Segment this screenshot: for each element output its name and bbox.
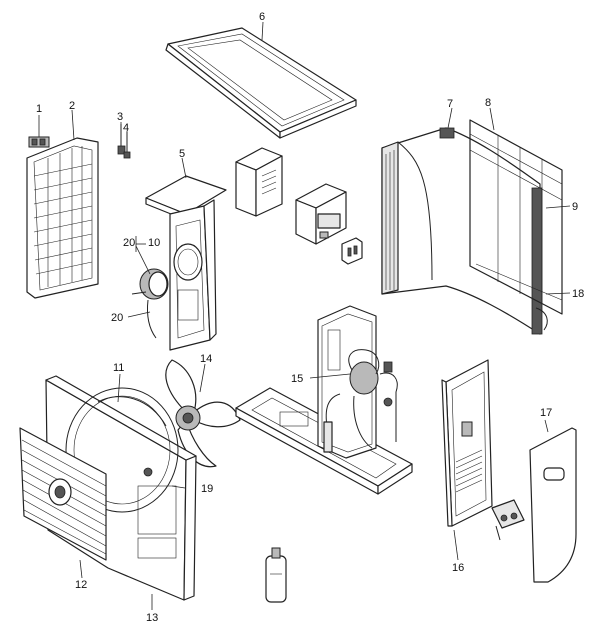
condenser-coil xyxy=(381,127,548,335)
receiver-tank xyxy=(265,547,287,603)
callout-4: 4 xyxy=(123,122,129,134)
terminal-block xyxy=(341,237,363,265)
callout-3: 3 xyxy=(117,111,123,123)
callout-20-upper: 20 xyxy=(123,237,135,249)
electrical-box-b xyxy=(295,183,347,245)
callout-2: 2 xyxy=(69,100,75,112)
callout-1: 1 xyxy=(36,103,42,115)
callout-11: 11 xyxy=(113,362,124,374)
motor-bracket xyxy=(145,175,227,351)
fan-motor xyxy=(131,268,169,339)
callout-9: 9 xyxy=(572,201,578,213)
callout-16: 16 xyxy=(452,562,464,574)
rear-grille-panel xyxy=(469,119,563,315)
top-cover-panel xyxy=(165,27,357,139)
callout-13: 13 xyxy=(146,612,158,624)
front-grille xyxy=(19,427,107,561)
callout-19: 19 xyxy=(201,483,213,495)
fan-propeller xyxy=(165,359,241,468)
callout-8: 8 xyxy=(485,97,491,109)
callout-17: 17 xyxy=(540,407,552,419)
callout-12: 12 xyxy=(75,579,87,591)
callout-7: 7 xyxy=(447,98,453,110)
compressor-assembly xyxy=(317,305,398,459)
side-panel xyxy=(441,359,493,527)
electrical-box-a xyxy=(235,147,283,217)
service-valves xyxy=(491,499,525,541)
valve-cover-panel xyxy=(529,427,577,583)
callout-5: 5 xyxy=(179,148,185,160)
callout-15: 15 xyxy=(291,373,303,385)
callout-labels: 1 2 3 4 5 6 7 8 9 10 11 12 13 14 15 16 1… xyxy=(36,11,584,624)
callout-6: 6 xyxy=(259,11,265,23)
callout-20-lower: 20 xyxy=(111,312,123,324)
callout-10: 10 xyxy=(148,237,160,249)
clip-part xyxy=(28,136,50,148)
left-grille-panel xyxy=(26,137,99,299)
leader-lines xyxy=(38,21,571,610)
callout-14: 14 xyxy=(200,353,212,365)
callout-18: 18 xyxy=(572,288,584,300)
